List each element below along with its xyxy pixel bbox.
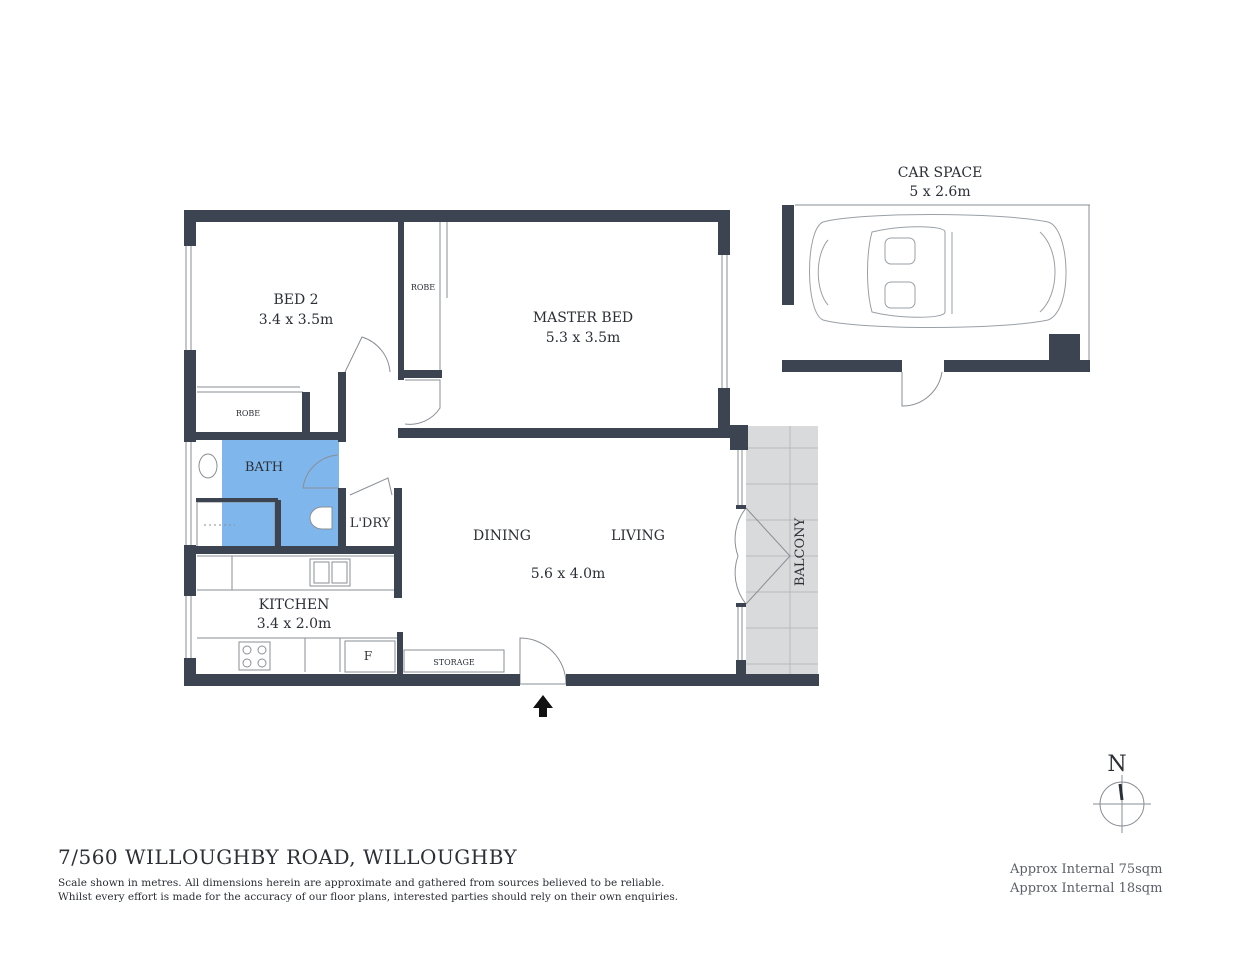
bed2-label: BED 2 (273, 292, 318, 308)
area-internal-1: Approx Internal 75sqm (1010, 862, 1163, 877)
balcony-floor (746, 426, 818, 678)
disclaimer-line-2: Whilst every effort is made for the accu… (58, 891, 679, 903)
compass-north-label: N (1107, 752, 1126, 777)
kitchen-size: 3.4 x 2.0m (257, 616, 332, 632)
storage-label: STORAGE (433, 658, 475, 667)
car-icon (809, 214, 1067, 328)
kitchen-label: KITCHEN (259, 597, 330, 613)
compass-icon (1093, 775, 1151, 833)
bath-label: BATH (245, 460, 283, 475)
car-space-label: CAR SPACE (898, 165, 983, 181)
master-size: 5.3 x 3.5m (546, 330, 621, 346)
fridge-label: F (364, 649, 372, 663)
living-size: 5.6 x 4.0m (531, 566, 606, 582)
arrow-up-icon (533, 695, 553, 717)
living-label: LIVING (611, 528, 665, 544)
disclaimer: Scale shown in metres. All dimensions he… (58, 876, 678, 904)
car-space-size: 5 x 2.6m (909, 184, 970, 200)
balcony-label: BALCONY (793, 518, 808, 587)
bed2-size: 3.4 x 3.5m (259, 312, 334, 328)
dining-label: DINING (473, 528, 531, 544)
fixtures (185, 204, 1090, 685)
disclaimer-line-1: Scale shown in metres. All dimensions he… (58, 877, 665, 889)
area-summary: Approx Internal 75sqm Approx Internal 18… (1010, 860, 1162, 898)
robe-bed2-label: ROBE (236, 409, 260, 418)
balcony-tiles (746, 426, 818, 678)
property-address: 7/560 WILLOUGHBY ROAD, WILLOUGHBY (58, 845, 518, 869)
robe-master-label: ROBE (411, 283, 435, 292)
walls (184, 205, 1090, 686)
area-internal-2: Approx Internal 18sqm (1010, 881, 1163, 896)
laundry-label: L'DRY (350, 516, 391, 531)
master-label: MASTER BED (533, 310, 633, 326)
